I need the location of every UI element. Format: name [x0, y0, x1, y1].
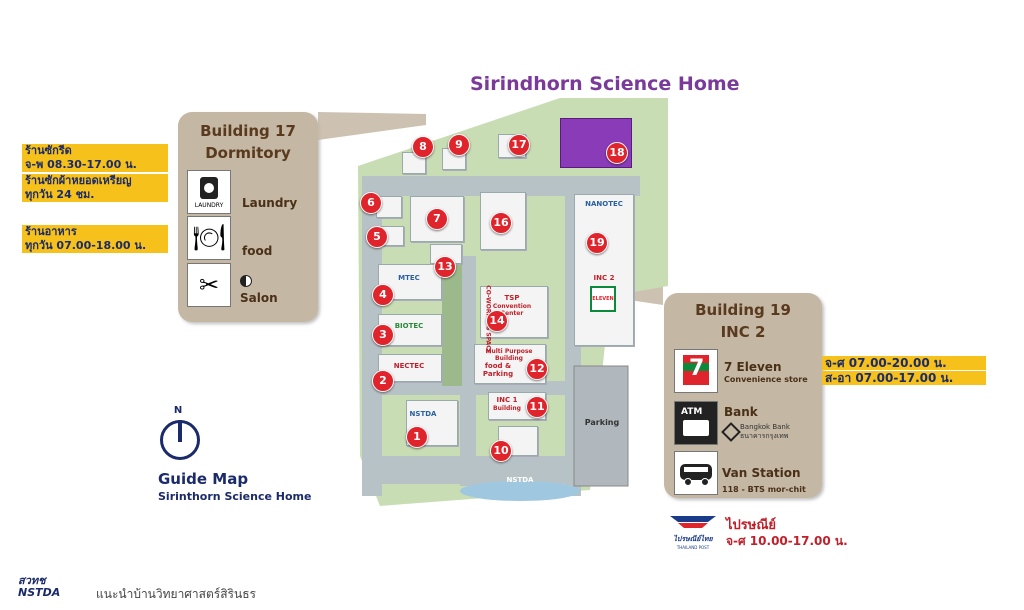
guide-map-subtitle: Sirinthorn Science Home: [158, 490, 312, 503]
laundry-shop-hours: จ-พ 08.30-17.00 น.: [22, 158, 168, 172]
pin-17[interactable]: 17: [508, 134, 530, 156]
nstda-road-label: NSTDA: [506, 476, 534, 484]
pin-19[interactable]: 19: [586, 232, 608, 254]
bank-sub-thai: ธนาคารกรุงเทพ: [740, 432, 789, 440]
pin-1[interactable]: 1: [406, 426, 428, 448]
laundry-label: Laundry: [242, 196, 298, 210]
salon-half-circle-icon: [240, 275, 252, 287]
nstda-label: NSTDA: [409, 410, 437, 418]
pin-2[interactable]: 2: [372, 370, 394, 392]
parking-label: Parking: [584, 418, 620, 427]
nanotec-building: [574, 194, 634, 346]
nectec-label: NECTEC: [393, 362, 425, 370]
pin-12[interactable]: 12: [526, 358, 548, 380]
pin-4[interactable]: 4: [372, 284, 394, 306]
pin-9[interactable]: 9: [448, 134, 470, 156]
coin-laundry-label: ร้านซักผ้าหยอดเหรียญ: [22, 174, 168, 188]
building17-panel: Building 17 Dormitory LAUNDRY Laundry 🍽 …: [178, 112, 318, 322]
building17-title: Building 17: [200, 122, 296, 140]
bangkok-bank-logo-icon: [721, 422, 741, 442]
tsp-sub-label: Convention Center: [492, 303, 532, 317]
post-office-label: ไปรษณีย์: [726, 518, 777, 533]
pin-14[interactable]: 14: [486, 310, 508, 332]
thailand-post-logo: ไปรษณีย์ไทย THAILAND POST: [668, 514, 718, 550]
atm-icon: ATM: [674, 401, 718, 445]
north-label: N: [173, 405, 183, 416]
footer-caption: แนะนำบ้านวิทยาศาสตร์สิรินธร: [96, 587, 256, 601]
laundry-shop-label: ร้านซักรีด: [22, 144, 168, 158]
pin-18[interactable]: 18: [606, 142, 628, 164]
tsp-label: TSP: [504, 294, 520, 302]
van-station-sub: 118 - BTS mor-chit: [722, 485, 806, 494]
nstda-building: [406, 400, 458, 446]
building19-title: Building 19: [695, 301, 791, 319]
pin-10[interactable]: 10: [490, 440, 512, 462]
seven-eleven-label: 7 Eleven: [724, 360, 782, 374]
laundry-icon: LAUNDRY: [187, 170, 231, 214]
pin-7[interactable]: 7: [426, 208, 448, 230]
seven-eleven-sub: Convenience store: [724, 375, 808, 384]
building17-subtitle: Dormitory: [205, 144, 291, 162]
restaurant-label: ร้านอาหาร: [22, 225, 168, 239]
restaurant-hours: ทุกวัน 07.00-18.00 น.: [22, 239, 168, 253]
salon-label: Salon: [240, 291, 278, 305]
nanotec-label: NANOTEC: [585, 200, 623, 208]
pin-16[interactable]: 16: [490, 212, 512, 234]
post-office-hours: จ-ศ 10.00-17.00 น.: [726, 534, 848, 548]
map-title: Sirindhorn Science Home: [470, 73, 740, 95]
pin-11[interactable]: 11: [526, 396, 548, 418]
van-station-label: Van Station: [722, 466, 801, 480]
coin-laundry-hours: ทุกวัน 24 ชม.: [22, 188, 168, 202]
biotec-label: BIOTEC: [394, 322, 424, 330]
seven-eleven-map-icon: ELEVEN: [590, 286, 616, 312]
pin-13[interactable]: 13: [434, 256, 456, 278]
inc2-label: INC 2: [593, 274, 615, 282]
pin-3[interactable]: 3: [372, 324, 394, 346]
mtec-label: MTEC: [398, 274, 420, 282]
guide-map-title: Guide Map: [158, 470, 249, 488]
building19-subtitle: INC 2: [720, 323, 766, 341]
food-label: food: [242, 244, 273, 258]
bank-sub: Bangkok Bank: [740, 423, 790, 431]
seven-eleven-weekend-hours: ส-อา 07.00-17.00 น.: [822, 371, 986, 385]
food-parking-label: food & Parking: [482, 362, 514, 378]
seven-eleven-weekday-hours: จ-ศ 07.00-20.00 น.: [822, 356, 986, 370]
inc1-sub-label: Building: [493, 405, 521, 412]
bank-label: Bank: [724, 405, 758, 419]
pin-8[interactable]: 8: [412, 136, 434, 158]
inc1-label: INC 1: [496, 396, 518, 404]
pin-6[interactable]: 6: [360, 192, 382, 214]
nstda-footer-logo: สวทช NSTDA: [18, 574, 61, 599]
mpb-label: Multi Purpose Building: [485, 348, 533, 362]
pin-5[interactable]: 5: [366, 226, 388, 248]
compass-icon: [160, 420, 200, 460]
food-icon: 🍽: [187, 216, 231, 260]
salon-scissors-icon: ✂: [187, 263, 231, 307]
van-icon: [674, 451, 718, 495]
campus-map: NANOTEC INC 2 ELEVEN MTEC BIOTEC NECTEC …: [350, 96, 670, 510]
seven-eleven-icon: 7: [674, 349, 718, 393]
building19-panel: Building 19 INC 2 7 7 Eleven Convenience…: [664, 293, 822, 498]
